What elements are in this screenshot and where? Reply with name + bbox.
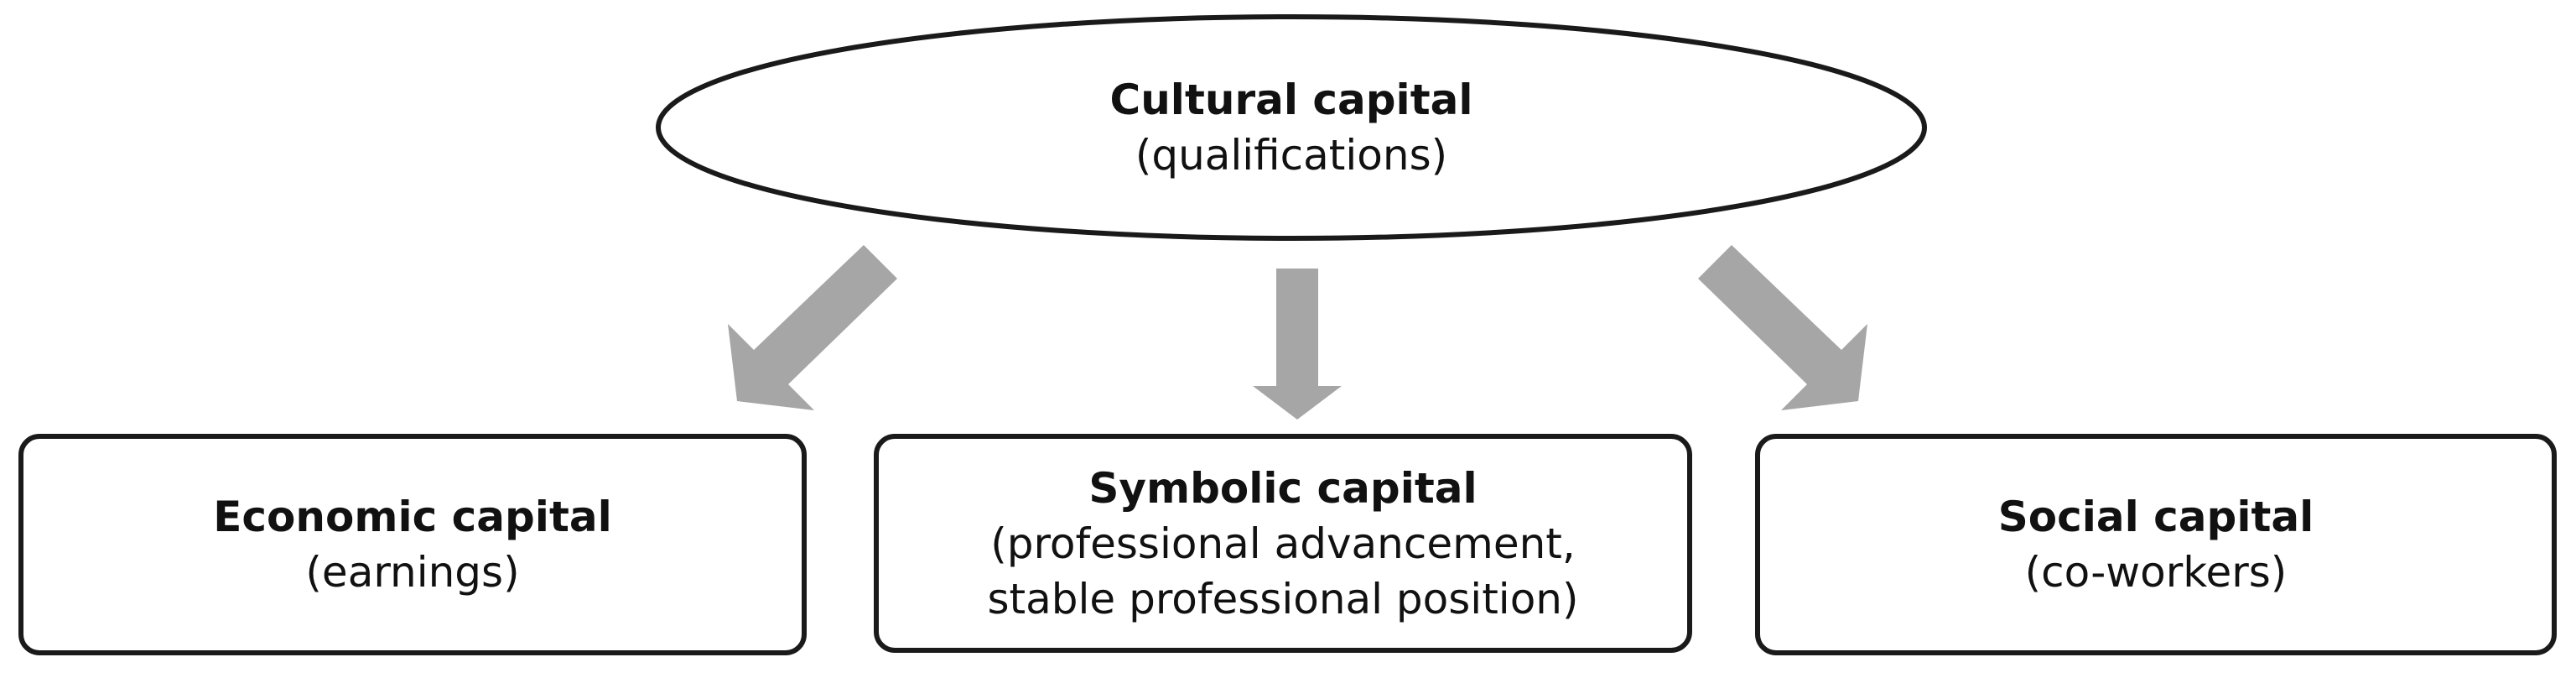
social-capital-box — [1755, 434, 2557, 655]
economic-capital-box — [18, 434, 807, 655]
symbolic-capital-title: Symbolic capital — [1088, 463, 1478, 513]
cultural-capital-ellipse — [656, 14, 1927, 241]
economic-capital-title: Economic capital — [213, 493, 612, 541]
economic-capital-detail: (earnings) — [305, 548, 520, 597]
arrow-to-symbolic — [1253, 269, 1342, 420]
symbolic-capital-box — [874, 434, 1692, 653]
economic-capital-label: Economic capital (earnings) — [21, 436, 804, 653]
cultural-capital-label: Cultural capital (qualifications) — [956, 60, 1627, 195]
cultural-capital-subtitle: (qualifications) — [1135, 131, 1448, 180]
social-capital-detail: (co-workers) — [2024, 548, 2288, 597]
symbolic-capital-detail-2: stable professional position) — [987, 574, 1579, 623]
arrow-to-social — [1698, 245, 1867, 410]
arrow-to-economic — [728, 245, 897, 410]
social-capital-label: Social capital (co-workers) — [1758, 436, 2554, 653]
cultural-capital-title: Cultural capital — [1109, 76, 1473, 124]
symbolic-capital-detail-1: (professional advancement, — [990, 519, 1576, 568]
symbolic-capital-label: Symbolic capital (professional advanceme… — [876, 436, 1690, 650]
social-capital-title: Social capital — [1997, 493, 2314, 541]
